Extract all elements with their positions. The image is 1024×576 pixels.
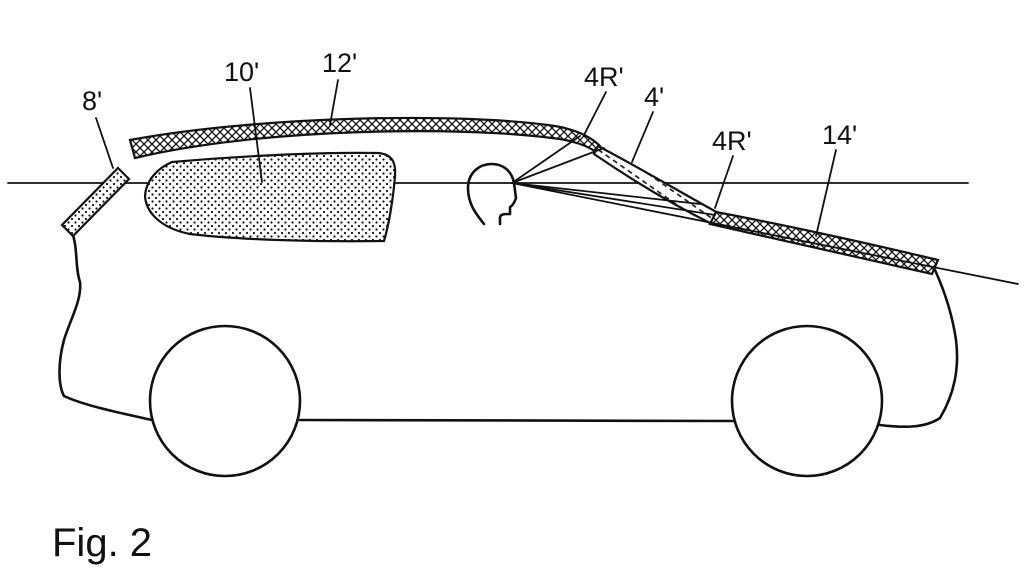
- leader-lines: [95, 79, 837, 237]
- label-reflection-zone-lower: 4R': [712, 126, 752, 156]
- rear-window-8: [60, 166, 131, 238]
- label-hood-panel: 14': [822, 120, 857, 150]
- label-side-window: 10': [224, 57, 259, 87]
- front-wheel: [148, 324, 302, 478]
- label-roof-panel: 12': [322, 48, 357, 78]
- sight-lines: [511, 135, 1019, 285]
- figure-caption: Fig. 2: [52, 521, 152, 565]
- label-rear-window: 8': [82, 86, 102, 116]
- hood-panel-14: [708, 210, 940, 276]
- rear-wheel: [730, 324, 884, 478]
- label-reflection-zone-upper: 4R': [584, 62, 624, 92]
- driver-head: [466, 162, 518, 226]
- car-body-outline: [58, 230, 959, 429]
- label-windshield: 4': [644, 82, 664, 112]
- side-window-10: [143, 151, 397, 243]
